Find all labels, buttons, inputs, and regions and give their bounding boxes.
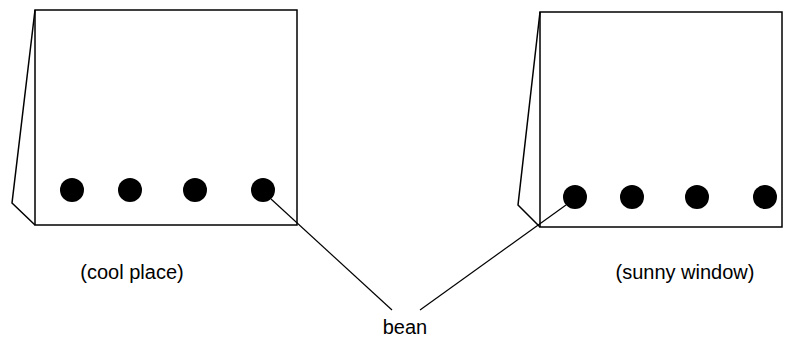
tent-flap — [518, 12, 540, 227]
bean-dot — [251, 178, 275, 202]
location-label: (cool place) — [80, 260, 183, 284]
bean-dot — [118, 178, 142, 202]
part-label: bean — [383, 315, 428, 339]
location-label: (sunny window) — [616, 260, 755, 284]
leader-line — [271, 199, 392, 310]
bean-dot — [685, 185, 709, 209]
leader-line — [420, 205, 566, 310]
leader-lines — [271, 199, 566, 310]
right-tent — [518, 12, 782, 227]
bean-dot — [620, 185, 644, 209]
towel-panel — [35, 10, 297, 225]
bean-dot — [60, 178, 84, 202]
left-beans — [60, 178, 275, 202]
right-beans — [563, 185, 777, 209]
bean-dot — [753, 185, 777, 209]
left-tent — [12, 10, 297, 225]
bean-dot — [183, 178, 207, 202]
bean-dot — [563, 185, 587, 209]
tent-flap — [12, 10, 35, 225]
towel-panel — [540, 12, 782, 227]
